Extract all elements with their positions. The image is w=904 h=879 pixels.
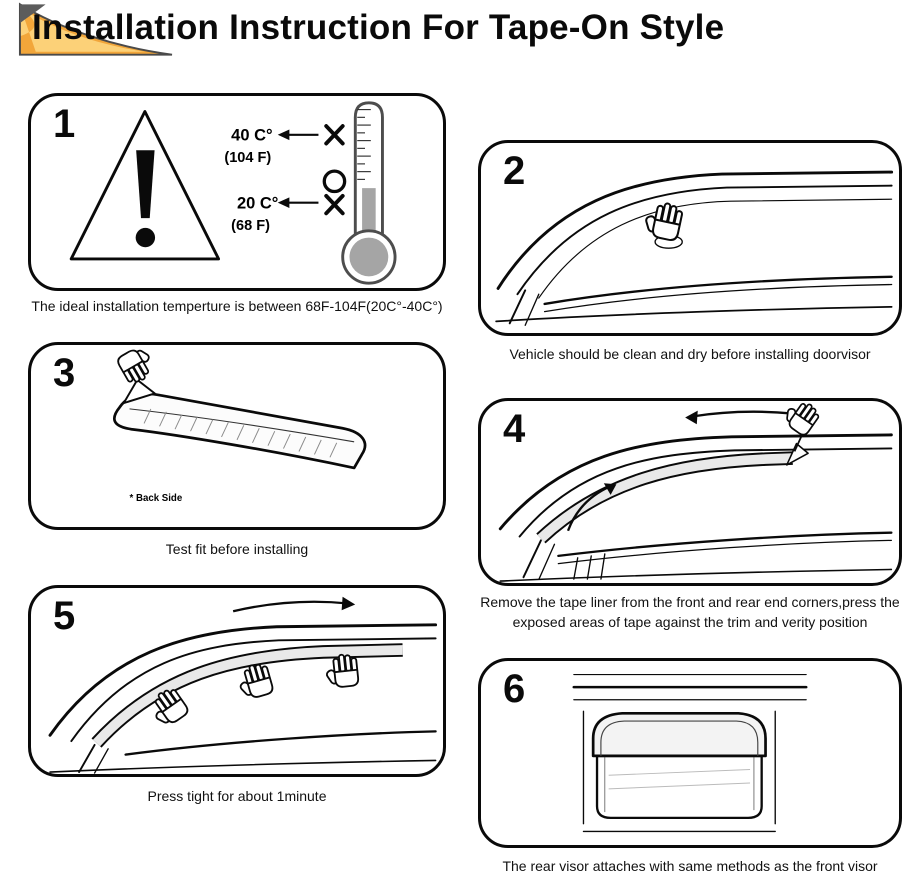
step-3-panel: * Back Side 3 — [28, 342, 446, 530]
car-window-lines — [495, 170, 894, 326]
thermometer-icon — [341, 101, 397, 285]
roof-lines — [572, 673, 808, 833]
rear-window — [595, 754, 763, 820]
temp-high-f-label: (104 F) — [224, 150, 271, 166]
visor-edge-line — [129, 408, 355, 443]
page-title: Installation Instruction For Tape-On Sty… — [32, 8, 725, 47]
step-number: 1 — [53, 102, 76, 146]
step-1-panel: 40 C° (104 F) 20 C° (68 F) — [28, 93, 446, 291]
curved-arrow-icon — [566, 485, 612, 532]
visor-blade — [113, 392, 367, 470]
window-channel-lines — [604, 755, 755, 813]
visor-swoosh-icon — [18, 2, 173, 56]
visor-hatching — [143, 408, 338, 458]
step-6-panel: 6 — [478, 658, 902, 848]
step-5-caption: Press tight for about 1minute — [147, 788, 327, 804]
arrow-right-head-icon — [341, 596, 356, 611]
step-1-caption: The ideal installation temperture is bet… — [31, 298, 443, 314]
temp-low-label: 20 C° — [237, 194, 278, 212]
arrow-left-icon — [287, 133, 319, 204]
circle-mark-icon — [322, 169, 347, 194]
step-2-caption: Vehicle should be clean and dry before i… — [509, 346, 871, 362]
cross-mark-icon — [324, 124, 345, 146]
hand-icon — [114, 345, 160, 388]
clean-window-graphic — [495, 170, 894, 326]
peeled-corner — [122, 378, 156, 405]
arrow-left-head-icon — [685, 410, 698, 425]
tape-liner-flap — [786, 442, 809, 466]
step-number: 6 — [503, 667, 526, 711]
cross-mark-icon — [324, 193, 345, 216]
step-2-panel: 2 — [478, 140, 902, 336]
step-6-caption: The rear visor attaches with same method… — [502, 858, 878, 874]
curved-arrow-head-icon — [603, 483, 617, 495]
step-4-caption: Remove the tape liner from the front and… — [480, 594, 900, 630]
hand-icon — [779, 401, 823, 438]
press-visor-graphic — [48, 596, 438, 774]
car-window-lines — [48, 623, 438, 774]
rear-visor-graphic — [572, 673, 808, 833]
step-3-caption: Test fit before installing — [165, 541, 309, 557]
hand-icon — [640, 198, 685, 243]
step-5-panel: 5 — [28, 585, 446, 777]
warning-triangle-icon — [69, 110, 221, 261]
temperature-warning-graphic: 40 C° (104 F) 20 C° (68 F) — [69, 101, 397, 285]
step-number: 2 — [503, 149, 526, 193]
visor-test-fit-graphic: * Back Side — [113, 345, 367, 504]
car-window-lines — [498, 433, 893, 582]
visor-band — [536, 451, 793, 544]
step-number: 3 — [53, 351, 76, 395]
step-4-panel: 4 — [478, 398, 902, 586]
rear-visor — [591, 711, 767, 758]
arrow-left-head-icon — [277, 197, 290, 208]
temp-high-label: 40 C° — [231, 127, 272, 145]
visor-band — [91, 643, 403, 748]
step-number: 4 — [503, 407, 526, 451]
arrow-left-head-icon — [277, 129, 290, 141]
arrow-left-icon — [691, 410, 793, 418]
rear-visor-inner-line — [600, 720, 759, 756]
tape-liner-graphic — [498, 401, 893, 582]
temp-low-f-label: (68 F) — [231, 218, 270, 234]
step-number: 5 — [53, 594, 76, 638]
arrow-right-icon — [232, 600, 349, 613]
back-side-label: * Back Side — [130, 493, 183, 504]
glass-reflection-lines — [608, 768, 751, 790]
